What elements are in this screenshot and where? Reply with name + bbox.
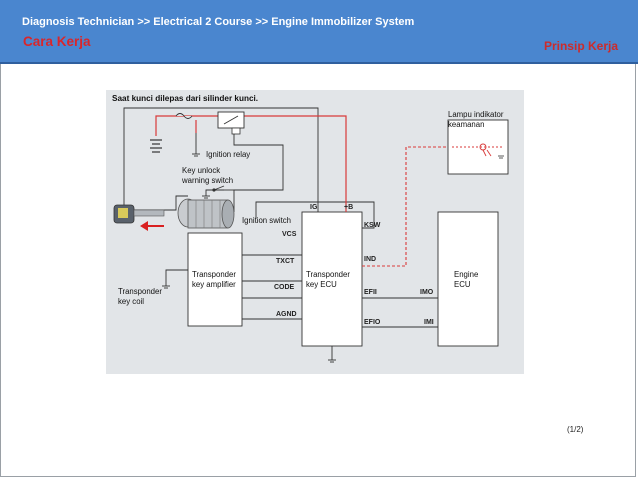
pin-imo: IMO: [420, 289, 434, 296]
transponder-key-ecu-label: Transponder key ECU: [306, 270, 350, 289]
transponder-key-amplifier-label: Transponder key amplifier: [192, 270, 236, 289]
wiring-diagram-svg: [106, 90, 524, 374]
pin-efio: EFIO: [364, 319, 381, 326]
engine-ecu-block: [437, 211, 499, 347]
pin-imi: IMI: [424, 319, 434, 326]
ground-icon: [162, 153, 336, 363]
page-counter: (1/2): [567, 425, 584, 434]
engine-ecu-label: Engine ECU: [454, 270, 479, 289]
breadcrumb: Diagnosis Technician >> Electrical 2 Cou…: [22, 16, 415, 28]
battery-icon: [150, 139, 162, 153]
pin-plus-b: +B: [344, 204, 354, 211]
transponder-key-amplifier-block: [187, 232, 243, 327]
security-indicator-label: Lampu indikator keamanan: [448, 110, 504, 129]
ignition-relay-label: Ignition relay: [206, 150, 251, 159]
ignition-switch-cylinder-icon: [177, 198, 235, 229]
transponder-key-coil-label: Transponder key coil: [118, 287, 162, 306]
pin-agnd: AGND: [276, 311, 297, 318]
content-frame: [0, 64, 636, 477]
pin-ksw: KSW: [364, 222, 381, 229]
pin-vcs: VCS: [282, 231, 297, 238]
fuse-icon: [175, 113, 193, 119]
page-title: Cara Kerja: [23, 34, 91, 49]
ignition-switch-label: Ignition switch: [242, 216, 291, 225]
removal-arrow-icon: [140, 221, 164, 231]
pin-ig: IG: [310, 204, 318, 211]
pin-txct: TXCT: [276, 258, 295, 265]
indicator-wire: [362, 146, 448, 267]
key-icon: [113, 204, 165, 224]
diagram-caption: Saat kunci dilepas dari silinder kunci.: [112, 94, 259, 103]
pin-code: CODE: [274, 284, 295, 291]
key-unlock-warning-switch-label: Key unlock warning switch: [182, 166, 234, 185]
header-bar: Diagnosis Technician >> Electrical 2 Cou…: [0, 0, 638, 64]
prinsip-kerja-link[interactable]: Prinsip Kerja: [543, 39, 618, 53]
immobilizer-wiring-diagram: Saat kunci dilepas dari silinder kunci. …: [106, 90, 524, 374]
lamp-icon: [452, 143, 504, 157]
pin-efii: EFII: [364, 289, 377, 296]
pin-ind: IND: [364, 256, 377, 263]
